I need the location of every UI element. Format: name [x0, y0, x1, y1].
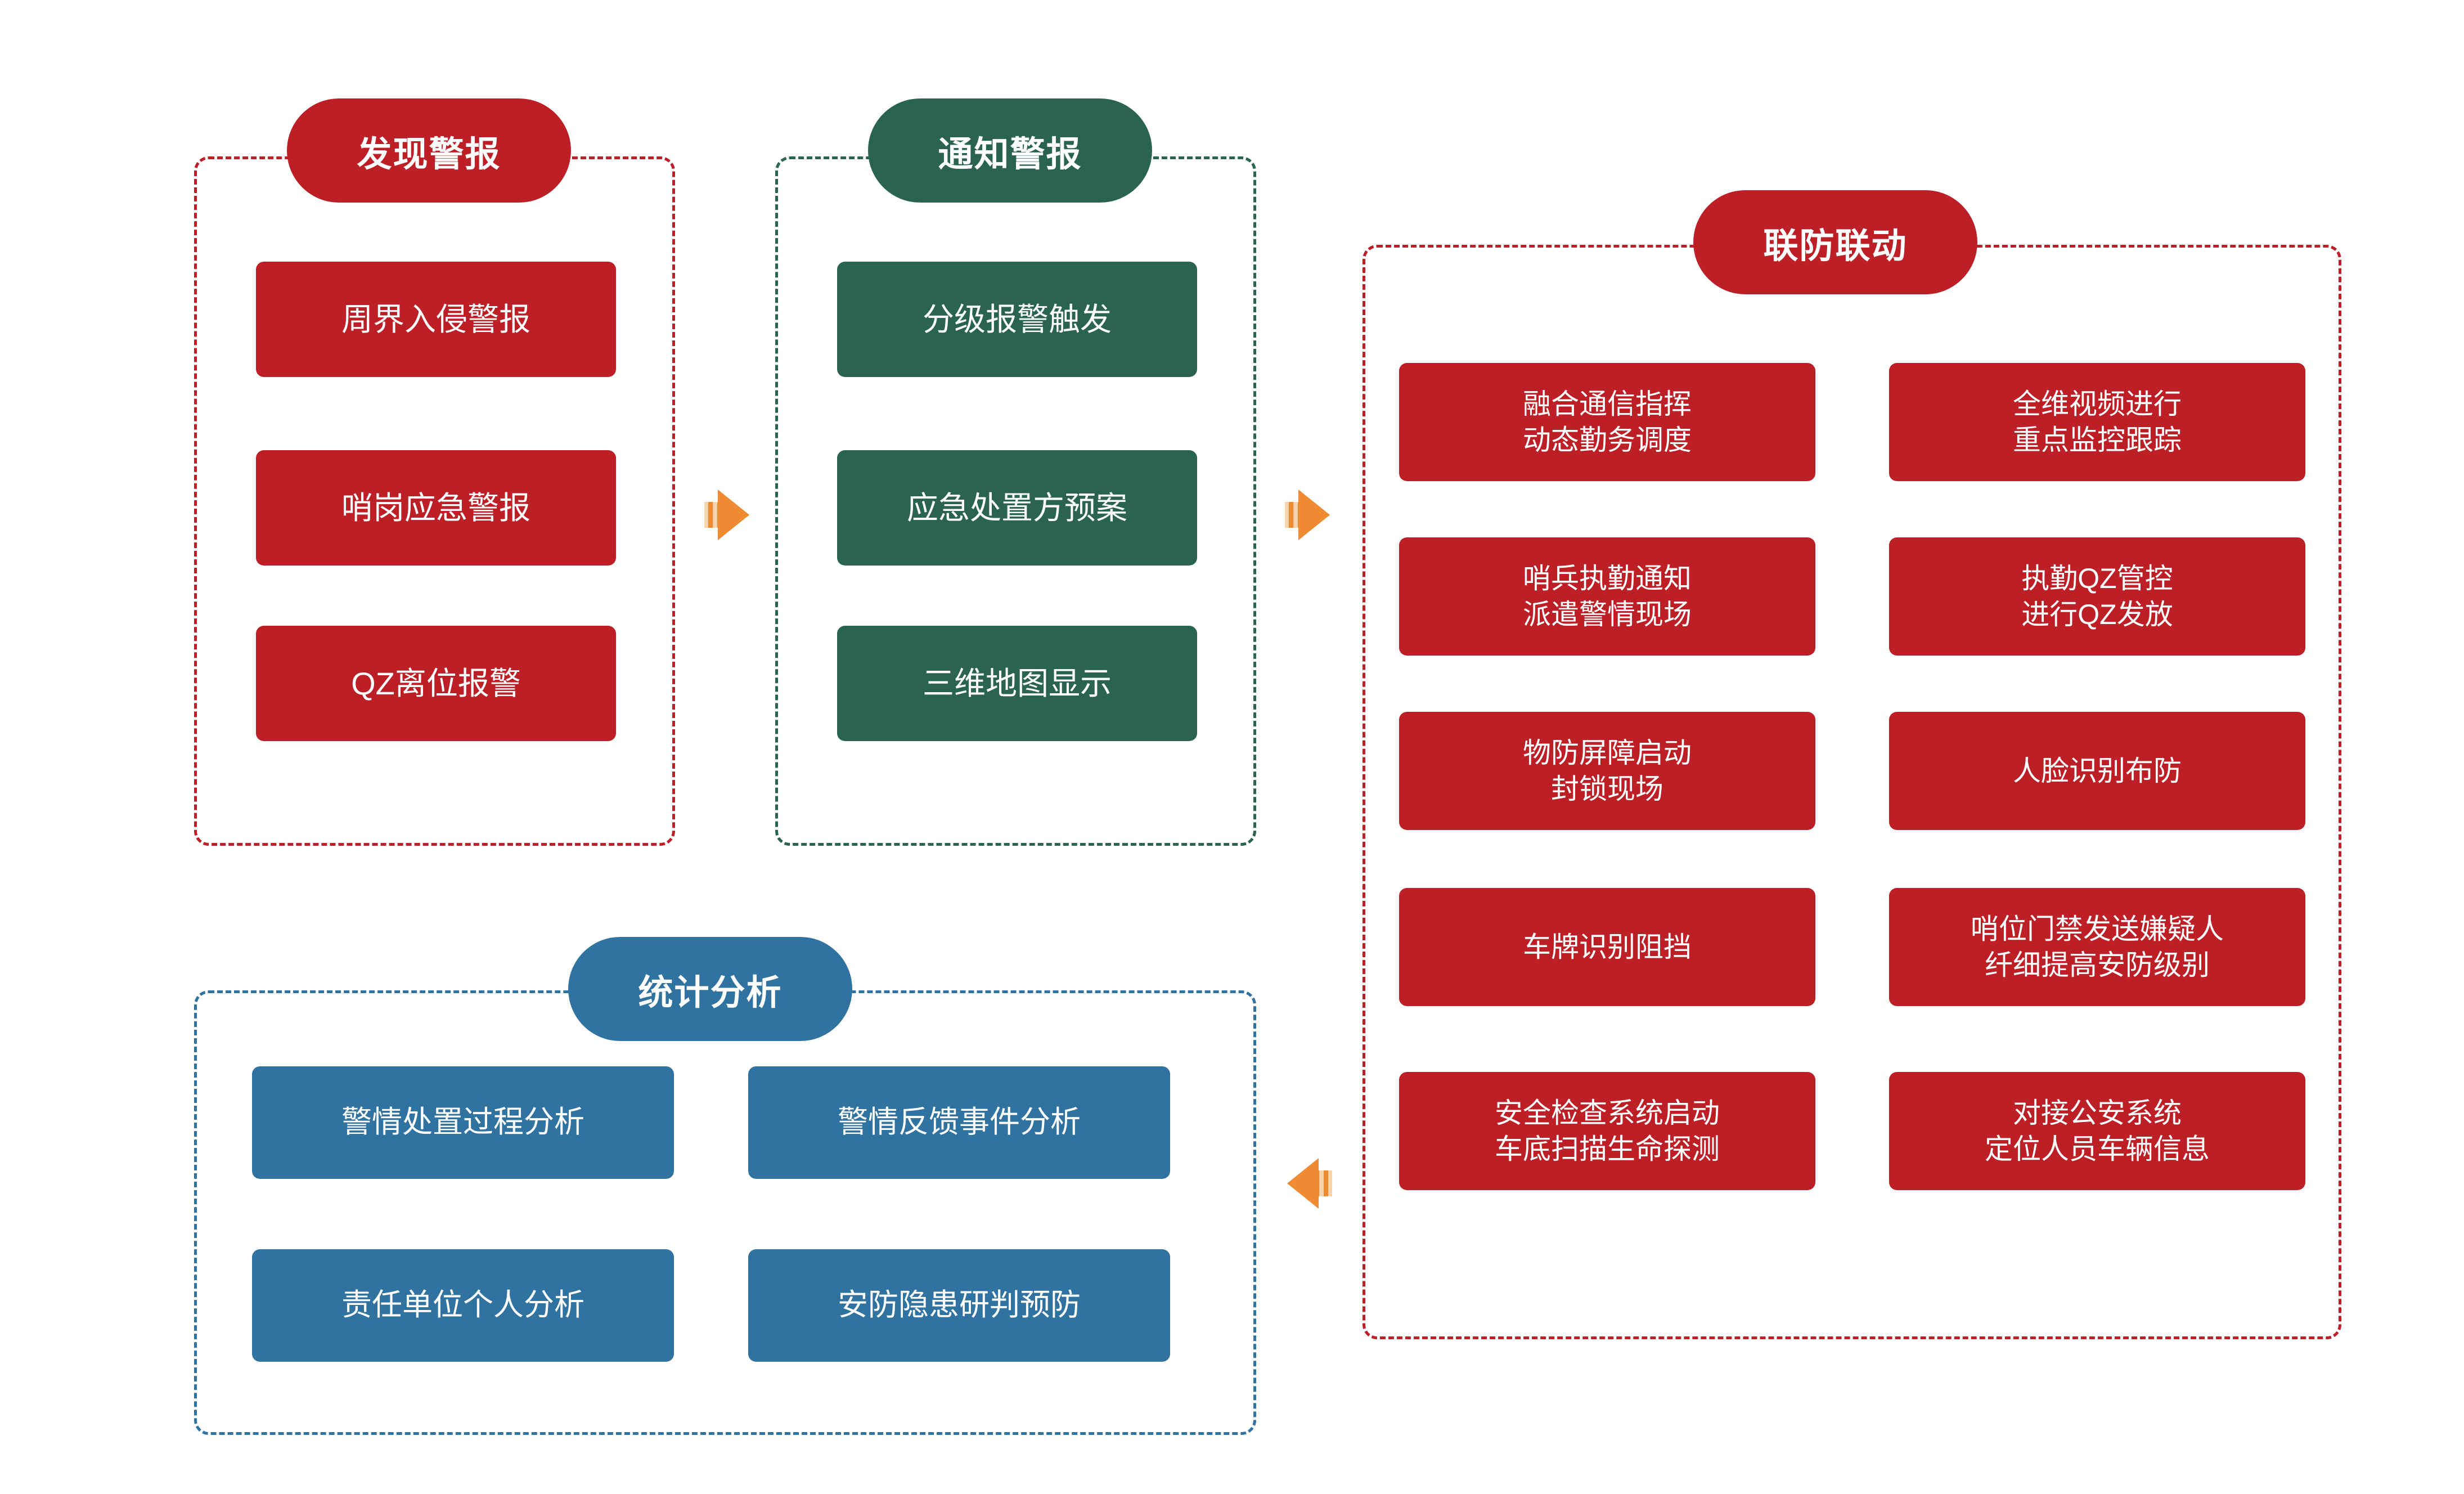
- item-box-alarm-feedback-event-analysis[interactable]: 警情反馈事件分析: [748, 1066, 1170, 1179]
- item-line-2: 封锁现场: [1551, 773, 1663, 805]
- item-label-block: 哨位门禁发送嫌疑人 纤细提高安防级别: [1971, 911, 2224, 983]
- arrow-joint-to-statistics: [1283, 1152, 1339, 1214]
- item-label-block: 对接公安系统 定位人员车辆信息: [1985, 1095, 2210, 1167]
- item-line-1: 人脸识别布防: [2013, 755, 2182, 787]
- item-line-1: 哨位门禁发送嫌疑人: [1971, 913, 2224, 945]
- item-label: 警情处置过程分析: [341, 1105, 584, 1139]
- item-label: 警情反馈事件分析: [838, 1105, 1081, 1139]
- group-container-statistics-analysis: [194, 990, 1256, 1435]
- item-box-face-recognition-deploy[interactable]: 人脸识别布防: [1889, 712, 2305, 830]
- item-box-perimeter-intrusion-alarm[interactable]: 周界入侵警报: [256, 262, 616, 377]
- item-box-omni-video-tracking[interactable]: 全维视频进行 重点监控跟踪: [1889, 363, 2305, 481]
- item-line-2: 派遣警情现场: [1523, 599, 1692, 630]
- item-box-duty-qz-control[interactable]: 执勤QZ管控 进行QZ发放: [1889, 537, 2305, 656]
- item-line-1: 全维视频进行: [2013, 388, 2182, 420]
- item-line-1: 对接公安系统: [2013, 1097, 2182, 1129]
- item-box-emergency-disposal-plan[interactable]: 应急处置方预案: [837, 450, 1197, 566]
- item-box-security-check-system[interactable]: 安全检查系统启动 车底扫描生命探测: [1399, 1072, 1815, 1190]
- item-box-gate-suspect-alert[interactable]: 哨位门禁发送嫌疑人 纤细提高安防级别: [1889, 888, 2305, 1006]
- item-line-1: 执勤QZ管控: [2021, 563, 2173, 594]
- item-label: 应急处置方预案: [907, 490, 1127, 526]
- item-label: 周界入侵警报: [341, 301, 530, 337]
- group-header-statistics-analysis: 统计分析: [568, 937, 852, 1041]
- item-box-sentry-emergency-alarm[interactable]: 哨岗应急警报: [256, 450, 616, 566]
- item-line-2: 车底扫描生命探测: [1495, 1133, 1720, 1165]
- item-line-1: 哨兵执勤通知: [1523, 563, 1692, 594]
- item-label: 分级报警触发: [923, 301, 1112, 337]
- item-line-1: 融合通信指挥: [1523, 388, 1692, 420]
- group-header-label-joint-defense: 联防联动: [1763, 226, 1908, 266]
- item-line-2: 重点监控跟踪: [2013, 424, 2182, 456]
- item-label: 责任单位个人分析: [341, 1288, 584, 1322]
- item-label: 安防隐患研判预防: [838, 1288, 1081, 1322]
- item-label-block: 车牌识别阻挡: [1523, 929, 1692, 965]
- item-box-sentry-duty-notification[interactable]: 哨兵执勤通知 派遣警情现场: [1399, 537, 1815, 656]
- group-header-discover-alarm: 发现警报: [287, 98, 571, 203]
- item-label-block: 安全检查系统启动 车底扫描生命探测: [1495, 1095, 1720, 1167]
- item-label-block: 哨兵执勤通知 派遣警情现场: [1523, 560, 1692, 632]
- item-box-qz-offpost-alarm[interactable]: QZ离位报警: [256, 626, 616, 741]
- item-line-2: 动态勤务调度: [1523, 424, 1692, 456]
- item-line-1: 车牌识别阻挡: [1523, 931, 1692, 963]
- item-label: 三维地图显示: [923, 665, 1112, 701]
- item-box-plate-recognition-block[interactable]: 车牌识别阻挡: [1399, 888, 1815, 1006]
- item-box-alarm-handling-process-analysis[interactable]: 警情处置过程分析: [252, 1066, 674, 1179]
- group-header-label-discover-alarm: 发现警报: [357, 134, 501, 174]
- arrow-discover-to-notify: [698, 484, 754, 546]
- group-header-label-statistics-analysis: 统计分析: [638, 973, 783, 1012]
- group-header-label-notify-alarm: 通知警报: [938, 134, 1082, 174]
- item-box-security-risk-prevention[interactable]: 安防隐患研判预防: [748, 1249, 1170, 1362]
- item-label: 哨岗应急警报: [341, 490, 530, 526]
- item-label: QZ离位报警: [351, 665, 521, 701]
- item-label-block: 人脸识别布防: [2013, 753, 2182, 789]
- arrow-notify-to-joint: [1278, 484, 1334, 546]
- item-label-block: 物防屏障启动 封锁现场: [1523, 735, 1692, 807]
- item-label-block: 融合通信指挥 动态勤务调度: [1523, 386, 1692, 458]
- item-box-fusion-comm-command[interactable]: 融合通信指挥 动态勤务调度: [1399, 363, 1815, 481]
- item-box-3d-map-display[interactable]: 三维地图显示: [837, 626, 1197, 741]
- item-label-block: 执勤QZ管控 进行QZ发放: [2021, 560, 2173, 632]
- group-header-notify-alarm: 通知警报: [868, 98, 1152, 203]
- item-label-block: 全维视频进行 重点监控跟踪: [2013, 386, 2182, 458]
- item-box-physical-barrier-lockdown[interactable]: 物防屏障启动 封锁现场: [1399, 712, 1815, 830]
- item-line-1: 安全检查系统启动: [1495, 1097, 1720, 1129]
- item-line-2: 定位人员车辆信息: [1985, 1133, 2210, 1165]
- item-box-graded-alarm-trigger[interactable]: 分级报警触发: [837, 262, 1197, 377]
- item-box-public-security-integration[interactable]: 对接公安系统 定位人员车辆信息: [1889, 1072, 2305, 1190]
- item-line-2: 纤细提高安防级别: [1985, 949, 2210, 981]
- item-line-2: 进行QZ发放: [2021, 599, 2173, 630]
- item-box-responsible-unit-person-analysis[interactable]: 责任单位个人分析: [252, 1249, 674, 1362]
- group-header-joint-defense: 联防联动: [1693, 190, 1977, 294]
- item-line-1: 物防屏障启动: [1523, 737, 1692, 769]
